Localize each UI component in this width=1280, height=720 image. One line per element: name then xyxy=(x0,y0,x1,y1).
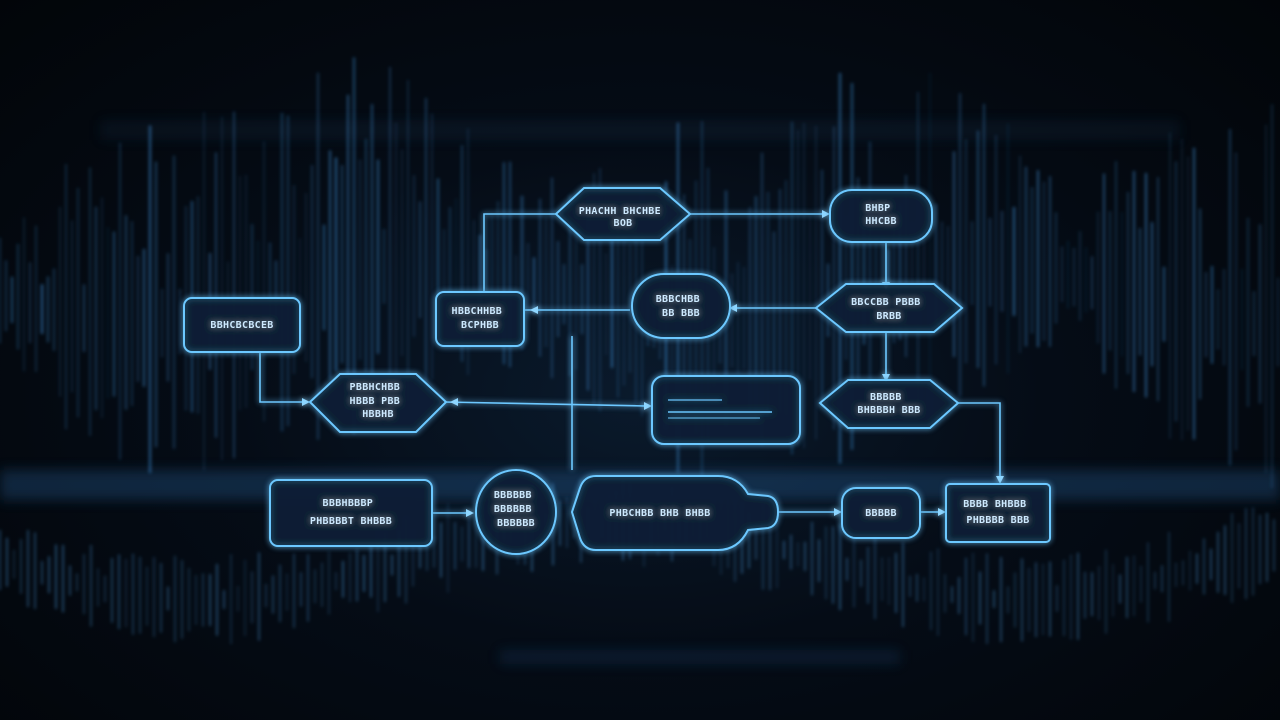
edges xyxy=(259,210,1004,517)
node-label: BBBBBB BBBBBB BBBBBB xyxy=(494,490,538,529)
arrow-head xyxy=(834,508,842,516)
node-label: BBHCBCBCEB xyxy=(210,320,273,331)
node-hexagon-7[interactable]: PBBHCHBB HBBB PBB HBBHB xyxy=(308,373,448,433)
node-bottle-12[interactable]: PHBCHBB BHB BHBB xyxy=(570,475,780,551)
node-hexagon-1[interactable]: PHACHH BHCHBE BOB xyxy=(554,187,692,241)
node-box-3[interactable]: BBHCBCBCEB xyxy=(183,297,301,353)
node-label: BBCCBB PBBB BRBB xyxy=(851,297,927,322)
nodes: PHACHH BHCHBE BOB BHBP HHCBB BBHCBCBCEB xyxy=(183,187,1051,555)
edge-n3-n7 xyxy=(259,352,304,403)
arrow-head xyxy=(530,306,538,314)
arrow-head xyxy=(729,304,737,312)
node-box-10[interactable]: BBBHBBBP PHBBBBT BHBBB xyxy=(269,479,433,547)
node-hexagon-9[interactable]: BBBBB BHBBBH BBB xyxy=(818,379,960,429)
node-box-8[interactable] xyxy=(651,375,801,445)
arrow-head xyxy=(822,210,830,218)
node-label: PHBCHBB BHB BHBB xyxy=(609,508,710,519)
node-label: HBBCHHBB BCPHBB xyxy=(452,306,509,331)
node-box-14[interactable]: BBBB BHBBB PHBBBB BBB xyxy=(945,483,1051,543)
glow-haze xyxy=(500,650,900,664)
glow-haze xyxy=(100,120,1180,140)
node-label: PHACHH BHCHBE BOB xyxy=(579,206,668,229)
arrow-head xyxy=(644,402,652,410)
node-label: BBBBB xyxy=(865,508,897,519)
arrow-head xyxy=(450,398,458,406)
arrow-head xyxy=(466,509,474,517)
node-hexagon-6[interactable]: BBCCBB PBBB BRBB xyxy=(814,283,964,333)
arrow-head xyxy=(996,476,1004,484)
node-box-2[interactable]: BHBP HHCBB xyxy=(829,189,933,243)
edge-n9-n14 xyxy=(958,402,1001,478)
node-label: BHBP HHCBB xyxy=(865,203,897,227)
edge-n7-n8 xyxy=(443,401,647,407)
node-box-13[interactable]: BBBBB xyxy=(841,487,921,539)
arrow-head xyxy=(938,508,946,516)
node-label: BBBCHBB BB BBB xyxy=(656,294,707,319)
node-label: PBBHCHBB HBBB PBB HBBHB xyxy=(350,382,407,420)
arrow-head xyxy=(882,374,890,382)
edge-n1-n4 xyxy=(483,213,556,292)
node-label: BBBB BHBBB PHBBBB BBB xyxy=(963,499,1033,526)
node-ellipse-5[interactable]: BBBCHBB BB BBB xyxy=(631,273,731,339)
node-box-4[interactable]: HBBCHHBB BCPHBB xyxy=(435,291,525,347)
node-label: BBBHBBBP PHBBBBT BHBBB xyxy=(310,498,392,527)
node-label: BBBBB BHBBBH BBB xyxy=(857,392,920,416)
node-circle-11[interactable]: BBBBBB BBBBBB BBBBBB xyxy=(475,469,557,555)
arrow-head xyxy=(302,398,310,406)
